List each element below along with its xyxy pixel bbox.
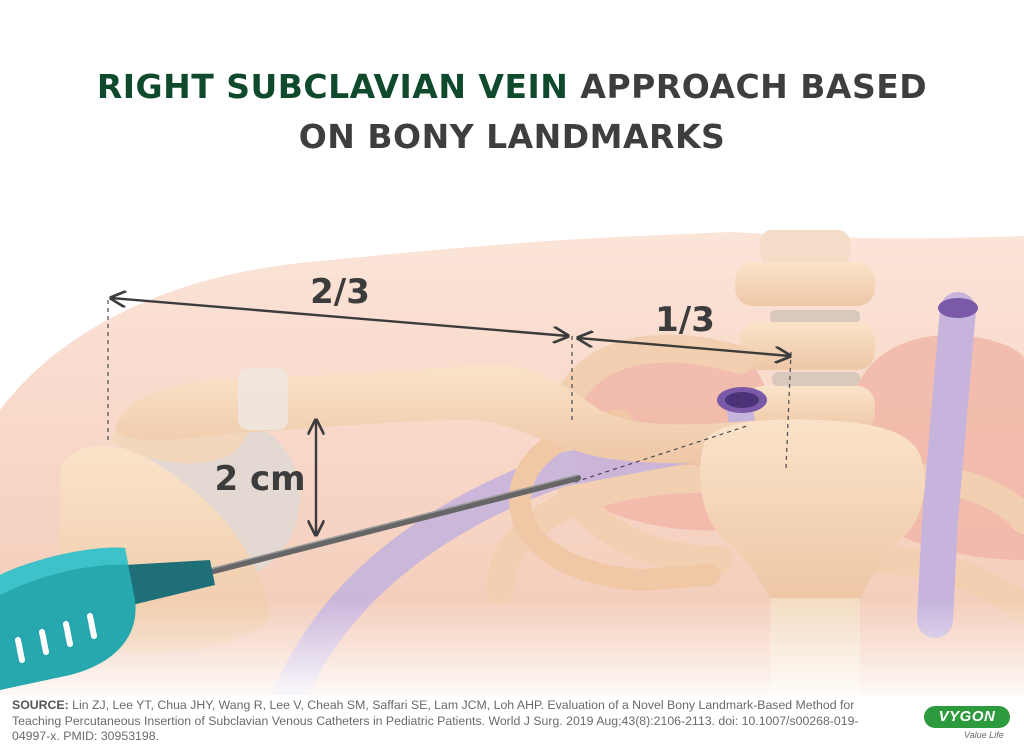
one-third-arrow xyxy=(578,338,790,356)
source-label: SOURCE: xyxy=(12,698,69,712)
vygon-logo: VYGON Value Life xyxy=(924,706,1014,748)
syringe xyxy=(0,474,581,690)
title-line1-rest: APPROACH BASED xyxy=(580,67,928,106)
title-line2: ON BONY LANDMARKS xyxy=(298,117,726,156)
source-text: Lin ZJ, Lee YT, Chua JHY, Wang R, Lee V,… xyxy=(12,698,859,743)
source-citation: SOURCE: Lin ZJ, Lee YT, Chua JHY, Wang R… xyxy=(12,698,892,745)
syringe-barrel xyxy=(0,547,136,690)
logo-tagline: Value Life xyxy=(964,730,1004,740)
anatomy-illustration: 2/3 1/3 2 cm xyxy=(0,230,1024,695)
two-thirds-arrow xyxy=(111,298,568,336)
manubrium xyxy=(700,419,925,600)
logo-brand: VYGON xyxy=(924,706,1010,728)
page-title: RIGHT SUBCLAVIAN VEIN APPROACH BASED ON … xyxy=(0,62,1024,162)
syringe-hub xyxy=(125,560,215,605)
landmark-guides xyxy=(107,300,792,483)
ac-joint xyxy=(238,368,288,430)
two-cm-label: 2 cm xyxy=(214,459,305,499)
two-thirds-label: 2/3 xyxy=(310,272,370,312)
one-third-label: 1/3 xyxy=(655,300,715,340)
title-highlight: RIGHT SUBCLAVIAN VEIN xyxy=(96,67,569,106)
needle xyxy=(207,475,581,575)
